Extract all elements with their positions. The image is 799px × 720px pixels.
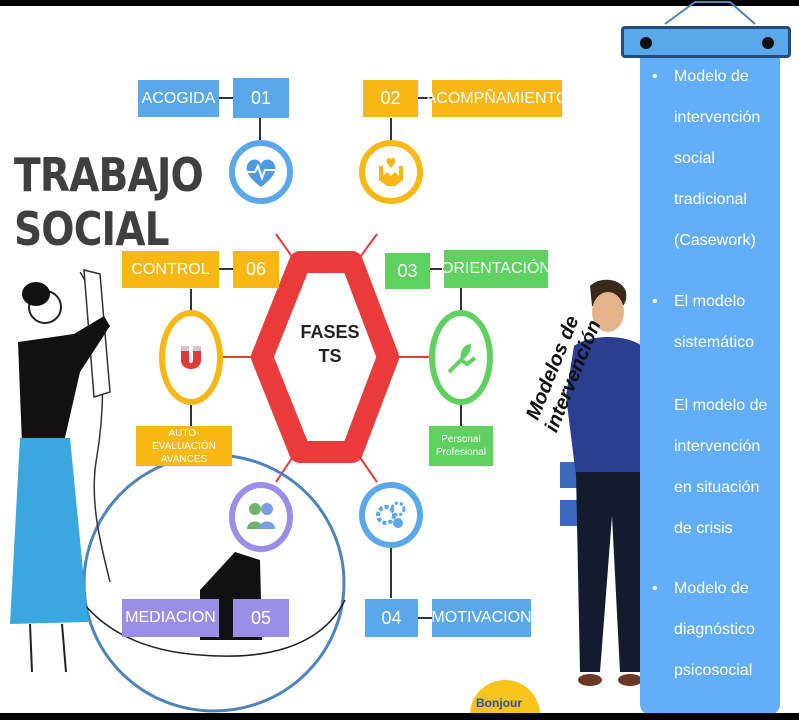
model-item: • Modelo de diagnóstico psicosocial [652,568,780,691]
phase-number-02: 02 [363,80,418,117]
model-item: El modelo de intervención en situación d… [652,385,780,549]
node-acompanamiento [359,140,423,204]
rod-knob-right [762,37,774,49]
bullet-icon: • [652,580,658,597]
model-item: • El modelo sistemático [652,281,780,363]
woman-illustration [10,269,111,673]
control-sublabel: AUTO-EVALUACIÓN AVANCES [136,426,232,466]
phase-name-control: CONTROL [122,251,219,288]
bonjour-badge-text: Bonjour [476,696,522,710]
node-control [159,310,223,405]
scroll-rod [621,26,791,58]
bullet-icon [652,385,674,549]
phase-name-mediacion: MEDIACION [122,599,219,637]
page-title: TRABAJO SOCIAL [14,148,204,256]
bullet-icon: • [652,293,658,310]
rod-knob-left [640,37,652,49]
phase-number-03: 03 [385,253,430,289]
phase-number-06: 06 [233,251,279,288]
node-orientacion [429,310,493,405]
heart-pulse-icon [246,159,276,187]
phase-name-acogida: ACOGIDA [138,80,219,117]
plant-hand-icon [447,343,477,373]
phase-name-orientacion: ORIENTACIÓN [441,250,551,288]
hands-heart-icon [379,157,403,186]
bottom-frame [0,713,799,720]
model-item: • Modelo de intervención social tradicio… [652,56,780,261]
phase-number-04: 04 [365,599,418,637]
hub-label: FASES TS [300,322,360,366]
bullet-icon: • [652,68,658,85]
phase-number-05: 05 [233,599,289,637]
phase-number-01: 01 [233,78,289,118]
models-scroll [640,40,780,716]
node-acogida [229,140,293,204]
orientacion-sublabel: Personal Profesional [429,426,493,466]
top-frame [0,0,799,6]
node-motivacion [359,482,423,548]
people-handshake-icon [247,503,275,529]
phase-name-acompanamiento: ACOMPÑAMIENTO [426,80,568,117]
gears-icon [376,501,406,528]
phase-name-motivacion: MOTIVACION [431,599,532,637]
node-mediacion [229,482,293,552]
magnet-icon [181,345,201,369]
